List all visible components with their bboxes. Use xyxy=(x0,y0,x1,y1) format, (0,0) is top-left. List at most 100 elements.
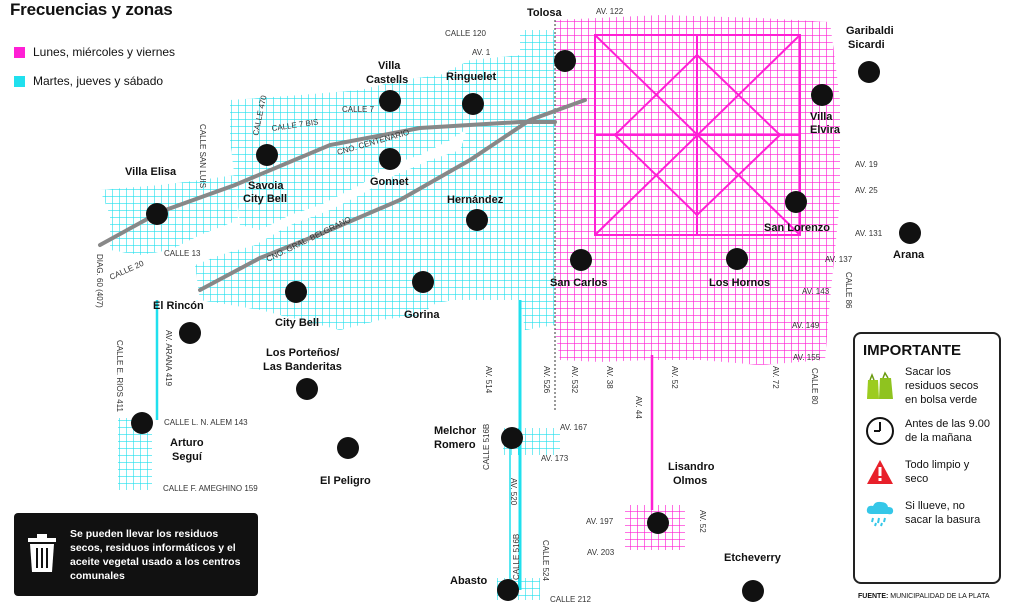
place-hernandez: Hernández xyxy=(447,194,504,206)
place-gonnet: Gonnet xyxy=(370,176,409,188)
trash-bin-icon xyxy=(24,532,60,579)
street-av-122: AV. 122 xyxy=(596,7,624,16)
place-villa-elisa: Villa Elisa xyxy=(125,166,177,178)
important-item-rain: Si llueve, no sacar la basura xyxy=(863,496,991,530)
street-calle-13: CALLE 13 xyxy=(164,249,201,258)
important-text-clock: Antes de las 9.00 de la mañana xyxy=(905,418,991,444)
street-av-72: AV. 72 xyxy=(771,366,780,389)
street-av-137: AV. 137 xyxy=(825,255,853,264)
place-labels: Tolosa Garibaldi Sicardi Villa Castells … xyxy=(125,7,925,587)
location-dots xyxy=(131,50,921,602)
place-los-portenos-2: Las Banderitas xyxy=(263,361,342,373)
rain-cloud-icon xyxy=(863,496,897,530)
place-arana: Arana xyxy=(893,249,925,261)
street-av-197: AV. 197 xyxy=(586,517,614,526)
street-av-143: AV. 143 xyxy=(802,287,830,296)
source-credit: FUENTE: MUNICIPALIDAD DE LA PLATA xyxy=(858,593,990,600)
street-av-25: AV. 25 xyxy=(855,186,878,195)
place-villa-elvira-1: Villa xyxy=(810,111,833,123)
place-los-hornos: Los Hornos xyxy=(709,277,770,289)
comunal-centers-note: Se pueden llevar los residuos secos, res… xyxy=(14,513,258,596)
street-calle-516b-2: CALLE 516B xyxy=(512,534,521,580)
legend-label-pink: Lunes, miércoles y viernes xyxy=(33,45,176,59)
street-calle-212: CALLE 212 xyxy=(550,595,591,604)
zone-cyan xyxy=(100,30,560,600)
street-av-52: AV. 52 xyxy=(670,366,679,389)
place-savoia-1: Savoia xyxy=(248,180,284,192)
street-av-1: AV. 1 xyxy=(472,48,491,57)
place-etcheverry: Etcheverry xyxy=(724,552,782,564)
important-text-bags: Sacar los residuos secos en bolsa verde xyxy=(905,366,979,406)
street-av-514: AV. 514 xyxy=(484,366,493,394)
important-title: IMPORTANTE xyxy=(863,342,962,359)
place-lisandro-olmos-2: Olmos xyxy=(673,475,707,487)
street-av-arana: AV. ARANA 419 xyxy=(164,330,173,387)
legend-pink: Lunes, miércoles y viernes xyxy=(14,45,175,59)
street-diag-60: DIAG. 60 (407) xyxy=(95,254,104,308)
place-arturo-segui-2: Seguí xyxy=(172,451,203,463)
legend-label-cyan: Martes, jueves y sábado xyxy=(33,74,164,88)
street-av-149: AV. 149 xyxy=(792,321,820,330)
important-text-warning: Todo limpio y seco xyxy=(905,459,970,485)
street-av-38: AV. 38 xyxy=(605,366,614,389)
street-av-131: AV. 131 xyxy=(855,229,883,238)
street-calle-86: CALLE 86 xyxy=(844,272,853,309)
place-garibaldi-sicardi-2: Sicardi xyxy=(848,39,885,51)
place-melchor-romero-2: Romero xyxy=(434,439,476,451)
street-calle-120: CALLE 120 xyxy=(445,29,486,38)
legend-swatch-pink xyxy=(14,46,25,58)
map-title: Frecuencias y zonas xyxy=(10,0,173,19)
place-gorina: Gorina xyxy=(404,309,440,321)
important-item-clock: Antes de las 9.00 de la mañana xyxy=(863,414,991,448)
important-box: IMPORTANTE Sacar los residuos secos en b… xyxy=(853,332,1001,584)
place-lisandro-olmos-1: Lisandro xyxy=(668,461,715,473)
street-av-19: AV. 19 xyxy=(855,160,878,169)
street-av-167: AV. 167 xyxy=(560,423,588,432)
street-calle-ameghino: CALLE F. AMEGHINO 159 xyxy=(163,484,258,493)
street-av-526: AV. 526 xyxy=(542,366,551,394)
place-abasto: Abasto xyxy=(450,575,488,587)
street-calle-20: CALLE 20 xyxy=(108,259,145,282)
place-city-bell: City Bell xyxy=(275,317,319,329)
place-san-carlos: San Carlos xyxy=(550,277,607,289)
street-av-203: AV. 203 xyxy=(587,548,615,557)
place-el-peligro: El Peligro xyxy=(320,475,371,487)
important-item-warning: Todo limpio y seco xyxy=(863,455,991,489)
street-calle-7: CALLE 7 xyxy=(342,105,375,114)
street-calle-516b: CALLE 516B xyxy=(482,424,491,470)
place-garibaldi-sicardi-1: Garibaldi xyxy=(846,25,894,37)
place-melchor-romero-1: Melchor xyxy=(434,425,477,437)
zone-pink xyxy=(555,15,840,550)
street-av-520: AV. 520 xyxy=(509,478,518,506)
place-villa-castells-2: Castells xyxy=(366,74,408,86)
place-savoia-2: City Bell xyxy=(243,193,287,205)
street-calle-alem: CALLE L. N. ALEM 143 xyxy=(164,418,248,427)
street-av-155: AV. 155 xyxy=(793,353,821,362)
place-tolosa: Tolosa xyxy=(527,7,563,19)
important-item-bags: Sacar los residuos secos en bolsa verde xyxy=(863,365,991,407)
source-value: MUNICIPALIDAD DE LA PLATA xyxy=(890,593,990,600)
green-bags-icon xyxy=(863,369,897,403)
street-calle-rios: CALLE E. RIOS 411 xyxy=(115,340,124,412)
clock-icon xyxy=(863,414,897,448)
note-text: Se pueden llevar los residuos secos, res… xyxy=(70,528,241,582)
legend-swatch-cyan xyxy=(14,75,25,87)
place-san-lorenzo: San Lorenzo xyxy=(764,222,830,234)
warning-icon xyxy=(863,455,897,489)
place-ringuelet: Ringuelet xyxy=(446,71,496,83)
place-los-portenos-1: Los Porteños/ xyxy=(266,347,339,359)
street-av-44: AV. 44 xyxy=(634,396,643,419)
street-av-532: AV. 532 xyxy=(570,366,579,394)
place-villa-elvira-2: Elvira xyxy=(810,124,841,136)
street-calle-80: CALLE 80 xyxy=(810,368,819,405)
legend-cyan: Martes, jueves y sábado xyxy=(14,74,163,88)
street-calle-524: CALLE 524 xyxy=(541,540,550,581)
street-calle-san-luis: CALLE SAN LUIS xyxy=(198,124,207,188)
important-text-rain: Si llueve, no sacar la basura xyxy=(905,500,981,526)
street-av-52-south: AV. 52 xyxy=(698,510,707,533)
place-el-rincon: El Rincón xyxy=(153,300,204,312)
place-arturo-segui-1: Arturo xyxy=(170,437,204,449)
source-label: FUENTE: xyxy=(858,593,889,600)
place-villa-castells-1: Villa xyxy=(378,60,401,72)
